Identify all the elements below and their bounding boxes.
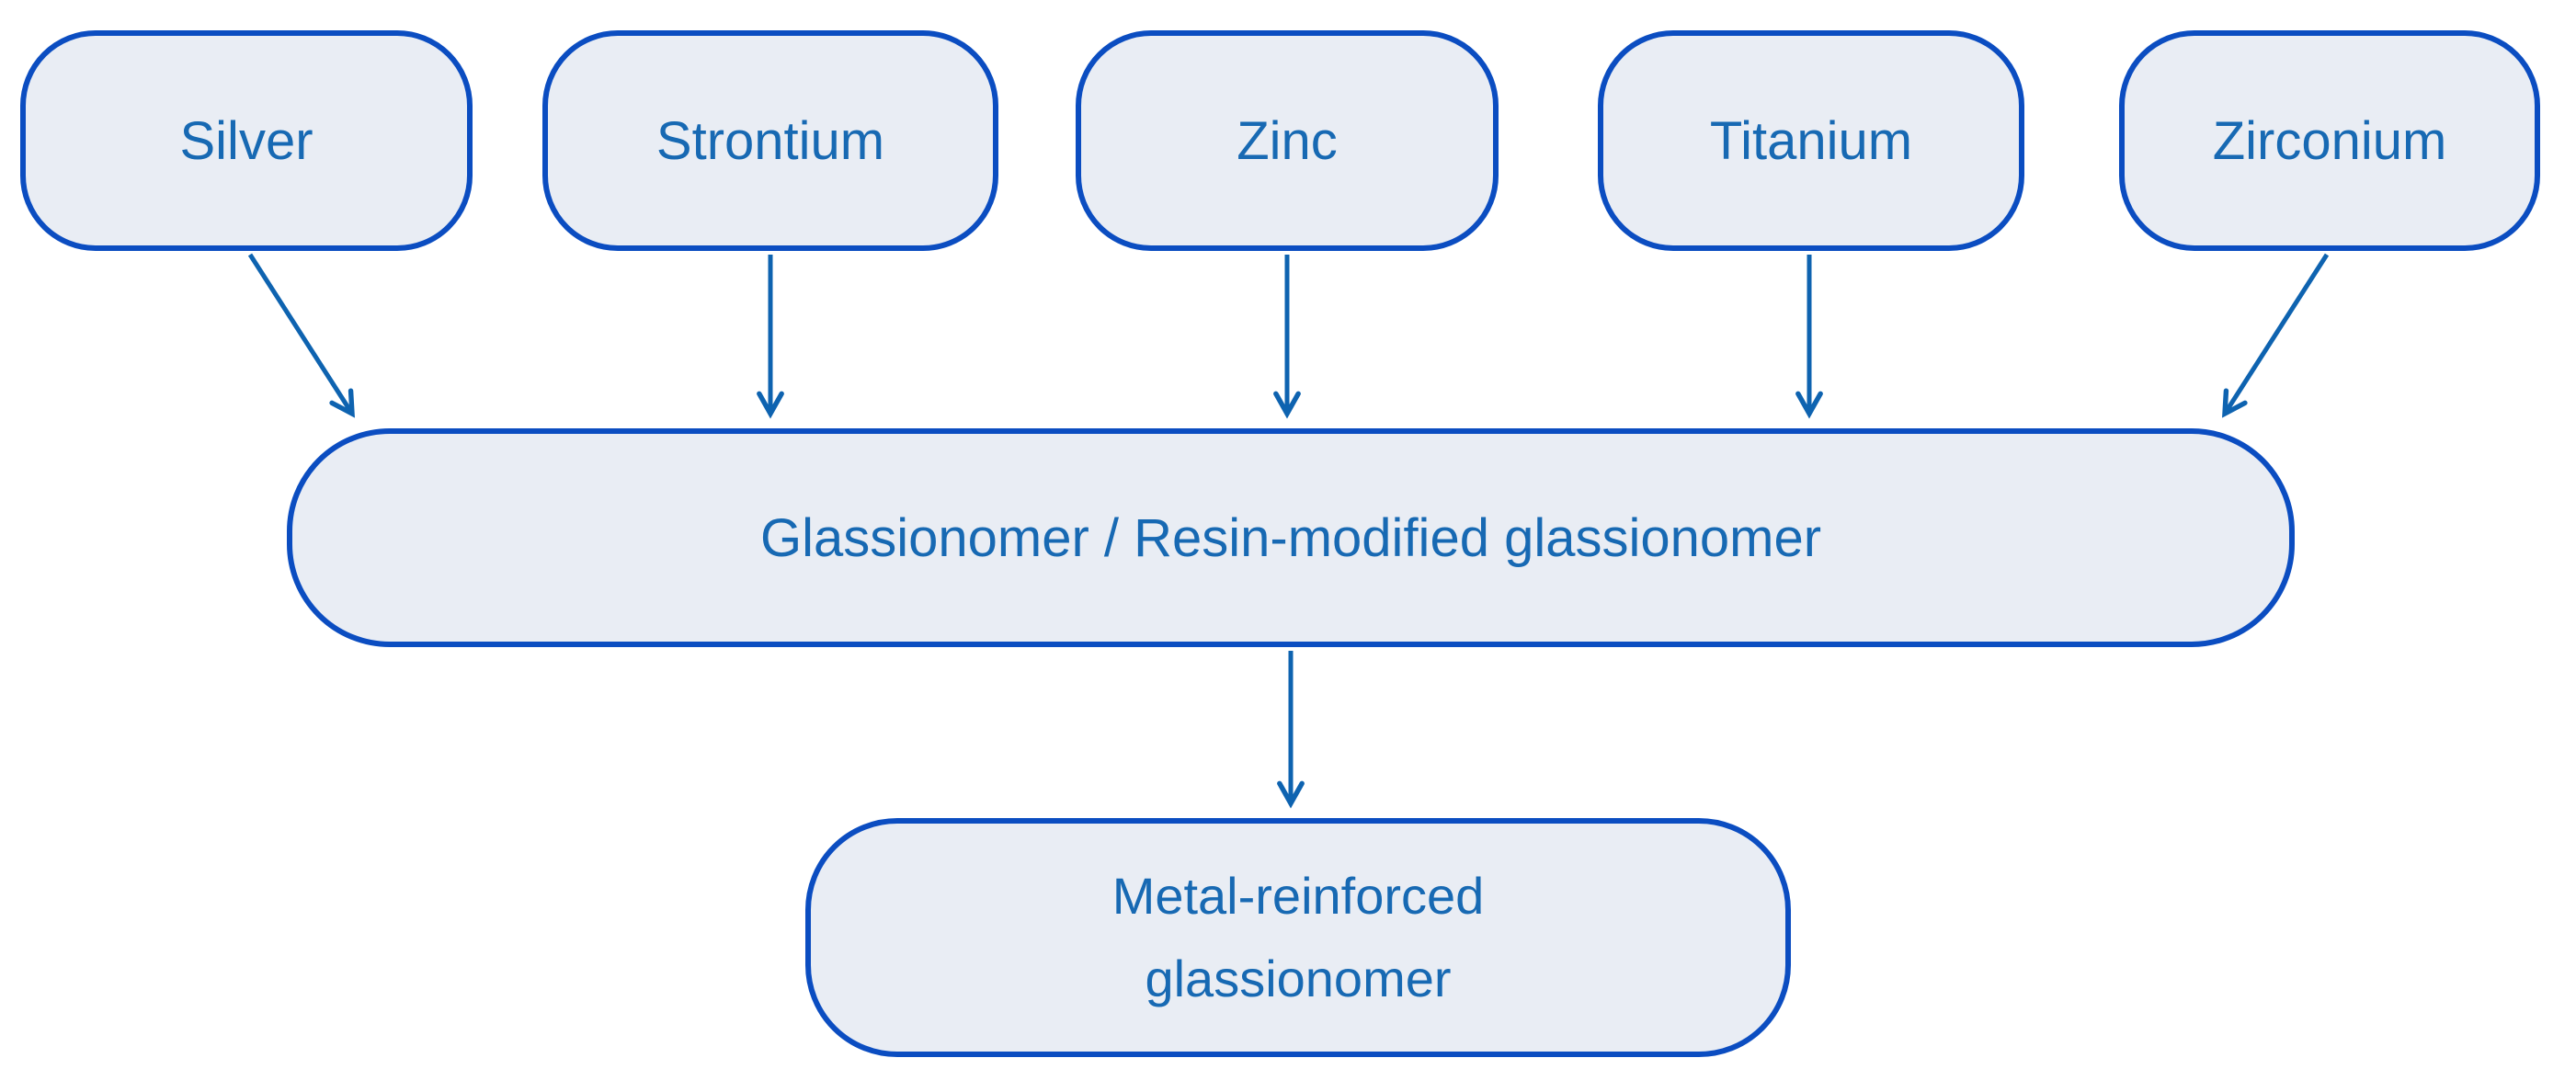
node-strontium-label: Strontium [655,110,885,171]
node-zinc-label: Zinc [1237,110,1338,171]
node-strontium: Strontium [542,30,998,251]
node-zinc: Zinc [1076,30,1499,251]
node-silver: Silver [20,30,473,251]
node-glassionomer: Glassionomer / Resin-modified glassionom… [287,428,2295,647]
node-silver-label: Silver [179,110,313,171]
node-titanium: Titanium [1598,30,2024,251]
arrow-silver-to-glassionomer [247,253,352,414]
arrow-zirconium-to-glassionomer [2225,253,2330,414]
node-metal-reinforced-glassionomer: Metal-reinforced glassionomer [805,818,1791,1057]
node-metal-label: Metal-reinforced glassionomer [1111,867,1485,1007]
node-glassionomer-label: Glassionomer / Resin-modified glassionom… [759,507,1822,568]
node-zirconium: Zirconium [2119,30,2540,251]
node-titanium-label: Titanium [1709,110,1913,171]
node-zirconium-label: Zirconium [2212,110,2447,171]
